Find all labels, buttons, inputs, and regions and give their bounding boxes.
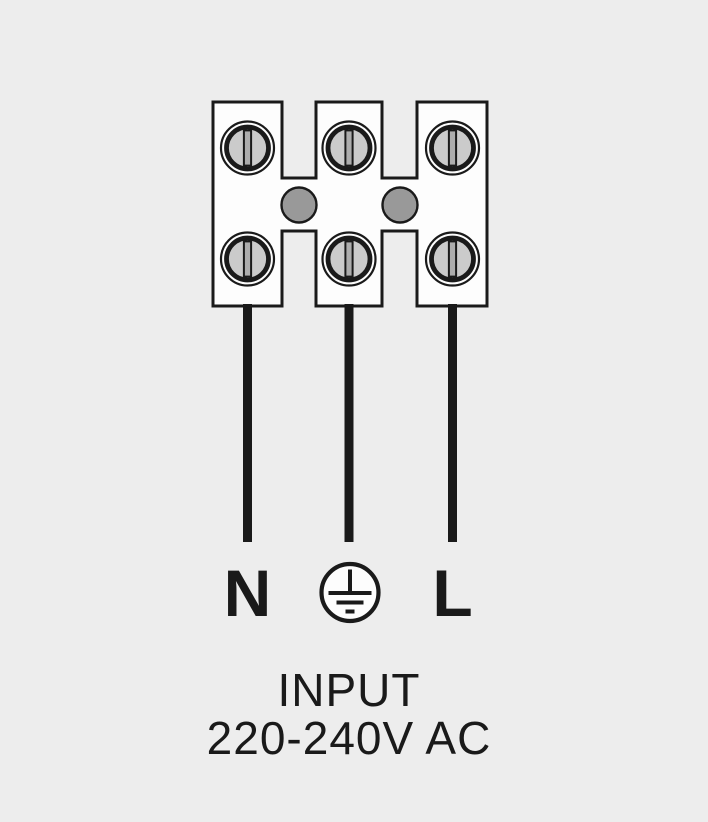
terminal-block-body: [211, 100, 489, 308]
screw-terminal: [323, 233, 376, 286]
connector-dot: [381, 186, 419, 224]
caption-voltage: 220-240V AC: [207, 712, 492, 764]
wire-live: [448, 304, 457, 542]
wire-neutral: [243, 304, 252, 542]
wire-earth: [344, 304, 354, 542]
screw-terminal: [221, 122, 274, 175]
screw-terminal: [426, 122, 479, 175]
connector-dot: [280, 186, 318, 224]
screw-terminal: [426, 233, 479, 286]
screw-terminal: [323, 122, 376, 175]
screw-terminal: [221, 233, 274, 286]
label-live: L: [432, 556, 472, 630]
protective-earth-icon: [319, 561, 381, 624]
caption-input: INPUT: [278, 664, 421, 716]
label-neutral: N: [224, 556, 272, 630]
